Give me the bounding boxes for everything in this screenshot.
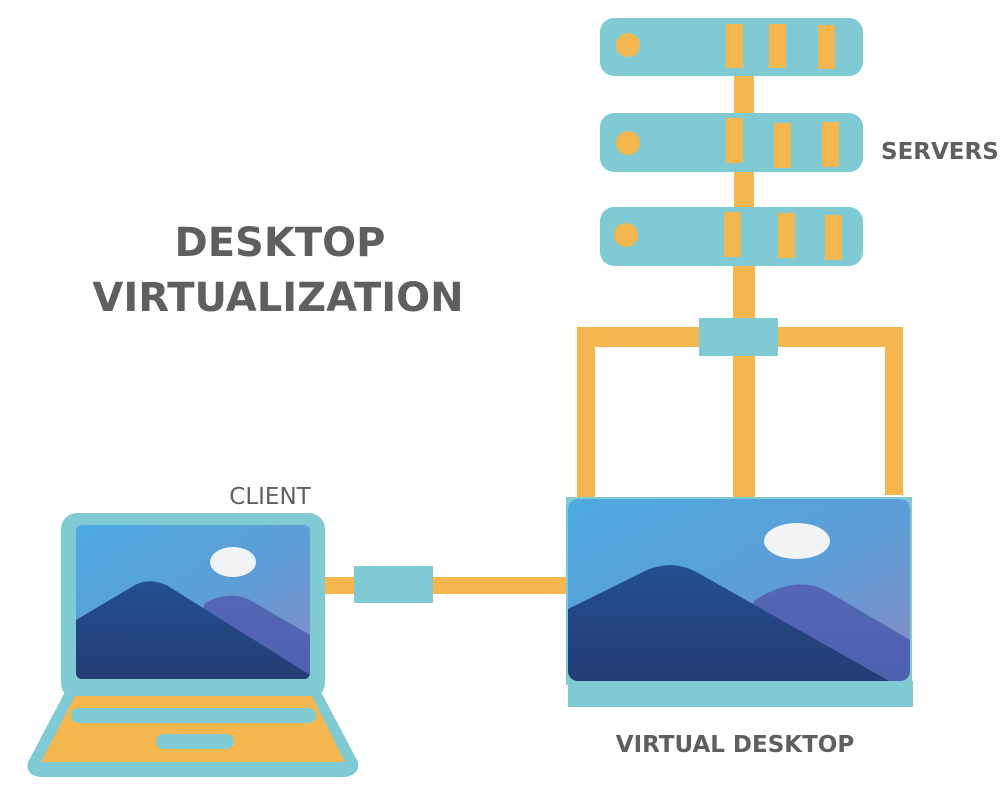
server-drive-bay: [774, 123, 791, 168]
client-laptop: [27, 513, 359, 777]
link-server3-hub: [733, 265, 755, 325]
link-server1-server2: [734, 74, 754, 114]
server-led: [616, 131, 640, 155]
mountain-front: [76, 581, 310, 679]
monitor-stand: [568, 681, 913, 707]
server-3: [600, 207, 863, 266]
link-hub-right-vertical: [885, 327, 903, 495]
monitor-screen: [568, 499, 910, 681]
laptop-keyboard-bar: [71, 708, 316, 723]
mountain-front: [568, 565, 905, 681]
server-drive-bay: [724, 212, 741, 257]
server-drive-bay: [726, 24, 743, 68]
server-drive-bay: [822, 122, 839, 167]
laptop-keyboard-deck: [41, 696, 345, 762]
link-hub-center: [733, 355, 755, 500]
link-hub-left-vertical: [577, 329, 595, 499]
server-2: [600, 113, 863, 172]
client-label: CLIENT: [229, 484, 311, 510]
server-drive-bay: [726, 118, 743, 163]
link-hub-right-horizontal: [777, 327, 903, 347]
server-led: [616, 33, 640, 57]
link-server2-server3: [734, 170, 754, 210]
link-connector-box: [354, 566, 433, 603]
server-led: [614, 223, 638, 247]
virtual-desktop-label: VIRTUAL DESKTOP: [616, 732, 854, 758]
diagram-title-line2: VIRTUALIZATION: [92, 275, 463, 321]
laptop-trackpad: [156, 734, 234, 749]
laptop-screen: [76, 525, 310, 679]
moon-icon: [764, 523, 830, 559]
diagram-title-line1: DESKTOP: [175, 220, 386, 266]
server-drive-bay: [825, 215, 842, 260]
server-drive-bay: [769, 24, 786, 68]
server-1: [600, 18, 863, 76]
servers-label: SERVERS: [881, 139, 999, 165]
network-hub: [699, 318, 778, 356]
virtual-desktop-monitor: [566, 497, 913, 707]
server-drive-bay: [778, 213, 795, 258]
server-drive-bay: [818, 25, 835, 69]
link-hub-left-horizontal: [577, 327, 702, 347]
moon-icon: [210, 547, 256, 577]
